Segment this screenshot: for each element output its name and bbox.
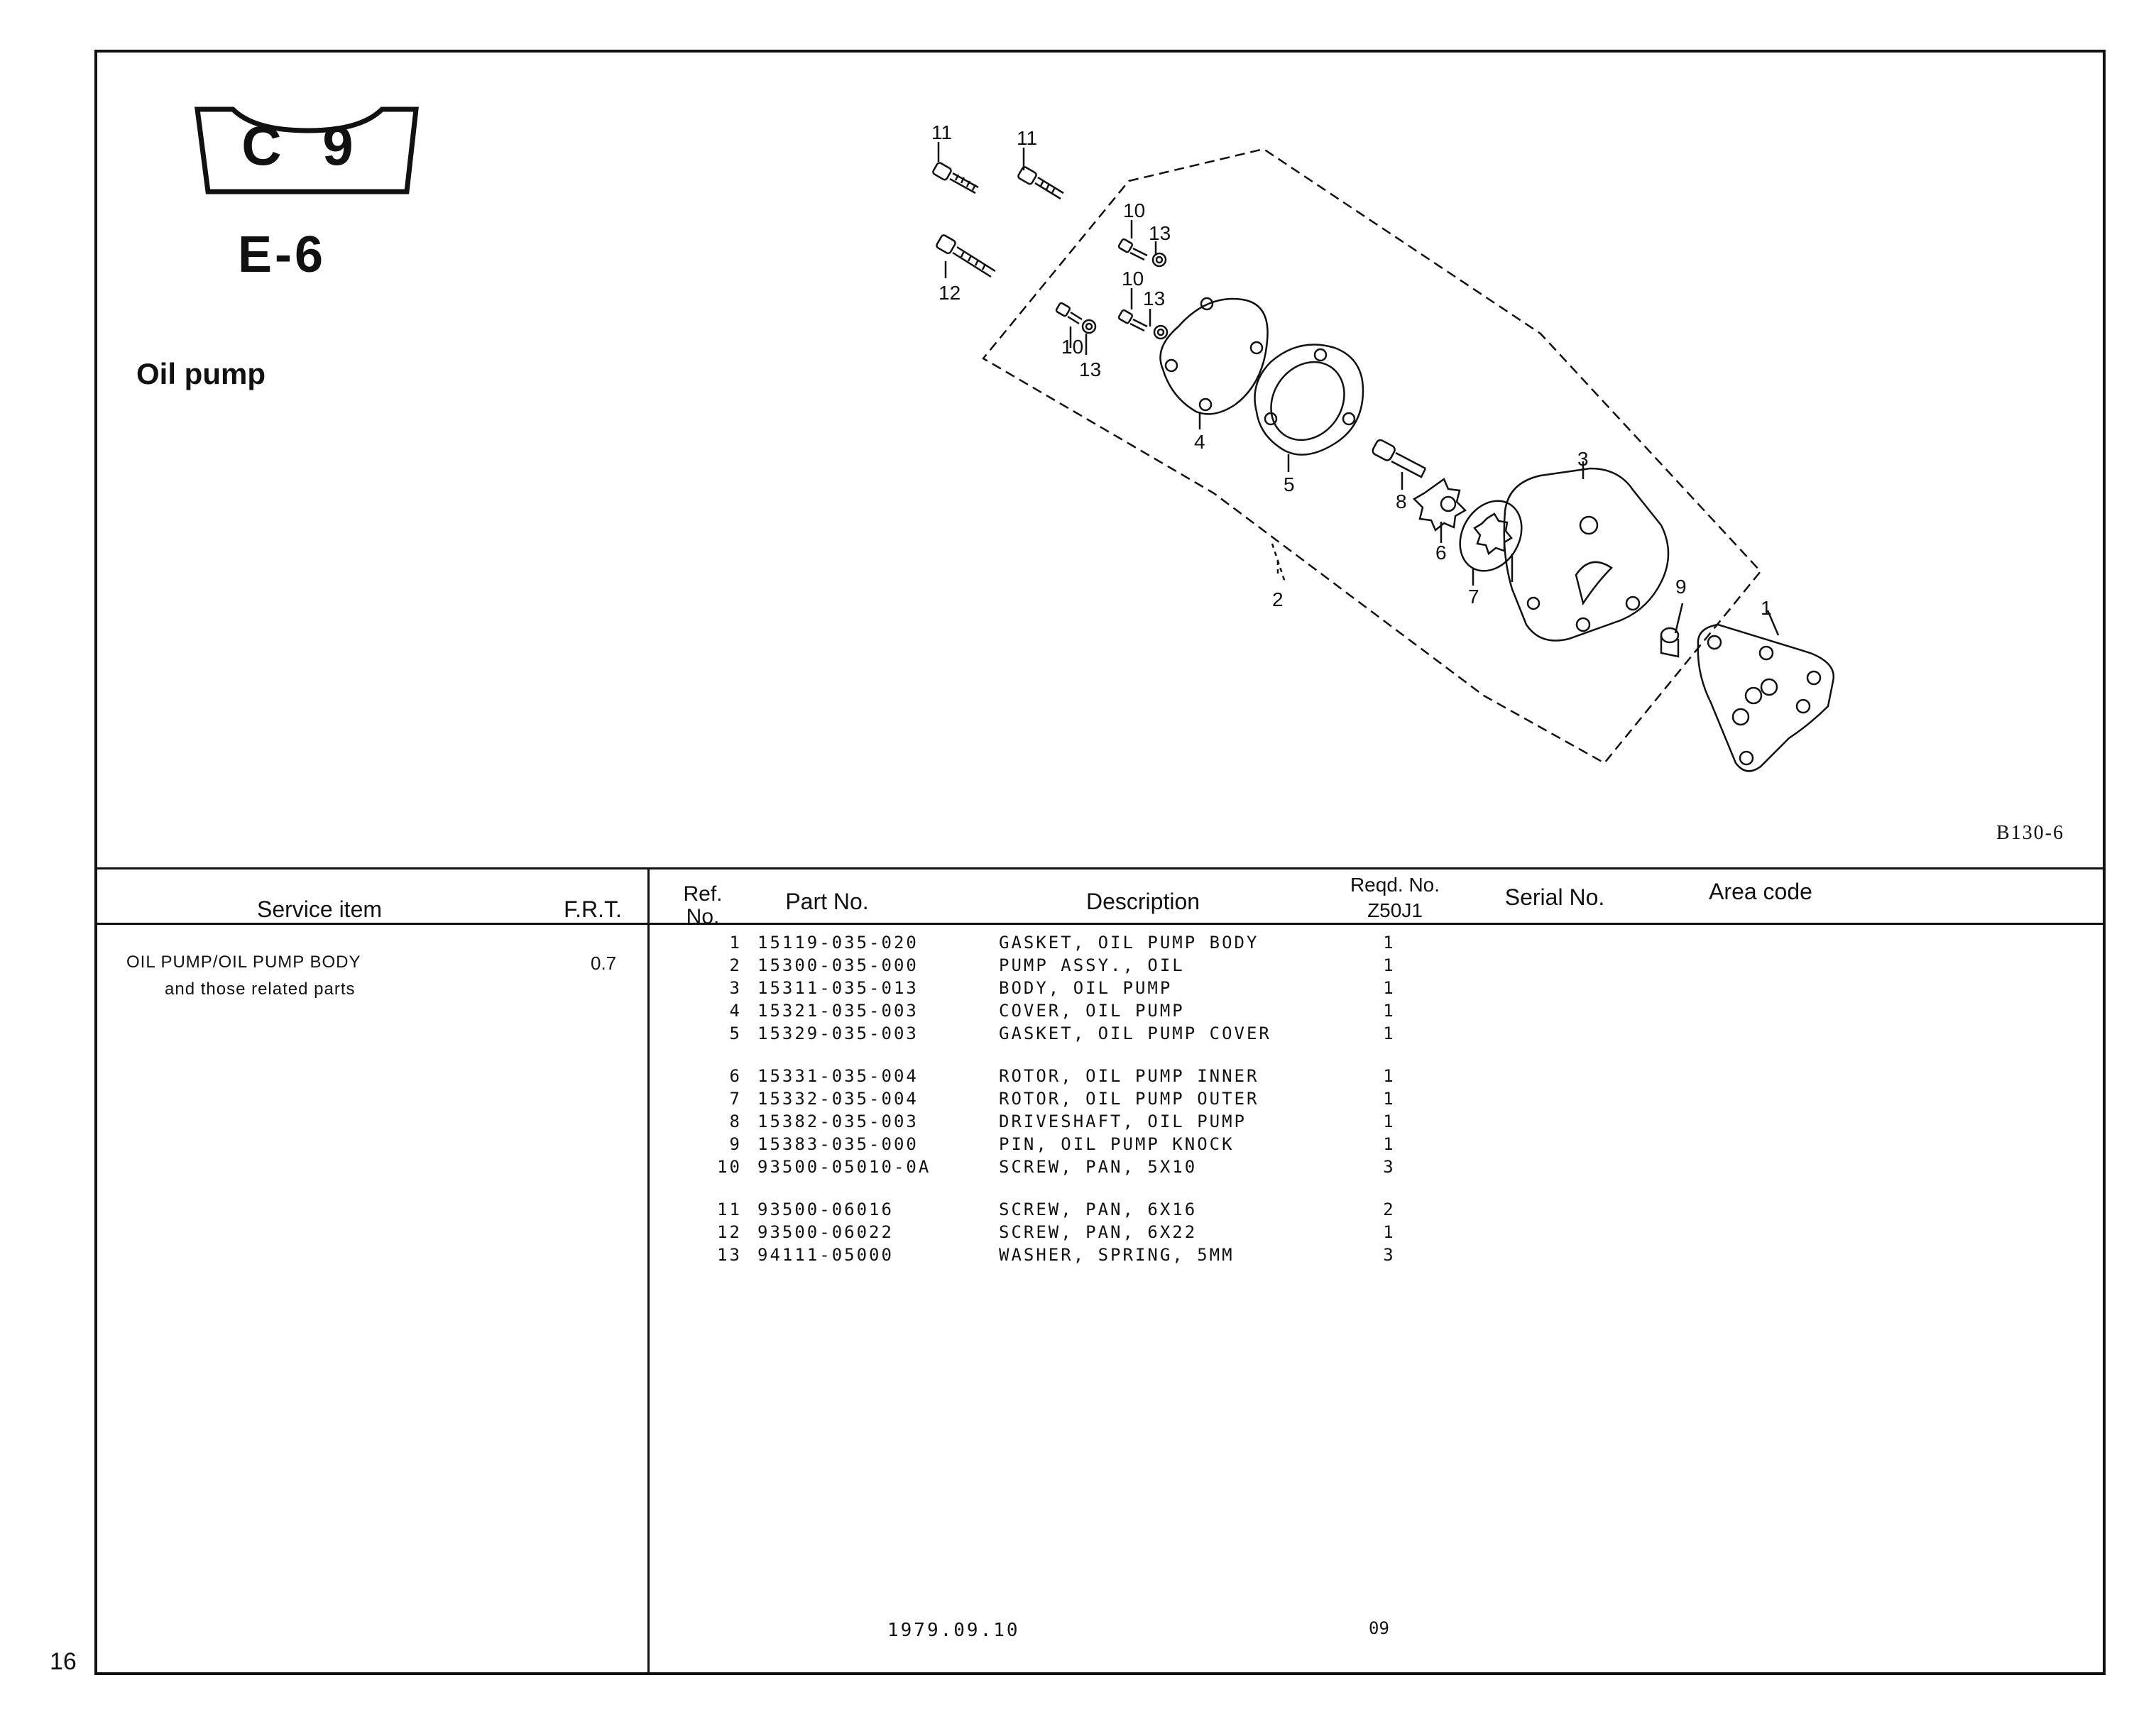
svg-text:13: 13 [1079,358,1101,380]
washer-13-left [1081,319,1097,334]
header-reqd-no: Reqd. No. [1350,874,1440,896]
table-header-rule [94,923,2106,925]
svg-text:13: 13 [1149,222,1171,244]
header-part-no: Part No. [785,889,869,914]
svg-text:1: 1 [1761,597,1772,619]
svg-text:2: 2 [1272,588,1284,610]
page-number: 16 [50,1648,77,1675]
model-badge [195,106,419,194]
page-frame [94,50,2106,1675]
svg-text:4: 4 [1194,431,1205,453]
screw-11-left [932,162,979,194]
exploded-parts-diagram: 11 11 12 10 13 10 13 10 13 4 5 8 6 7 3 9… [931,121,1835,772]
screw-10-top [1117,238,1148,261]
oil-pump-cover [1159,297,1269,415]
screw-10-left [1055,302,1083,325]
service-item-sub: and those related parts [165,980,356,999]
header-reqd-model: Z50J1 [1367,899,1423,921]
oil-pump-cover-gasket [1254,344,1364,456]
header-frt: F.R.T. [564,896,622,922]
section-code: E-6 [238,226,327,283]
screw-11-right [1017,166,1064,200]
oil-pump-body-gasket [1697,623,1835,772]
header-serial-no: Serial No. [1504,884,1605,910]
section-title: Oil pump [136,357,266,390]
svg-text:11: 11 [1017,127,1037,149]
screw-10-mid [1117,309,1148,332]
table-divider [647,867,650,1675]
frt-value: 0.7 [591,953,617,974]
knock-pin [1660,627,1680,658]
oil-pump-body [1503,467,1670,642]
svg-text:10: 10 [1122,268,1144,290]
svg-text:3: 3 [1577,448,1589,470]
header-description: Description [1085,889,1200,914]
driveshaft [1372,439,1427,478]
model-code: C 9 [241,114,366,177]
service-item-name: OIL PUMP/OIL PUMP BODY [126,953,361,972]
header-service-item: Service item [256,896,383,922]
header-area-code: Area code [1709,879,1812,904]
svg-text:12: 12 [939,282,961,304]
footer-code: 09 [1369,1618,1389,1638]
svg-text:10: 10 [1123,199,1145,221]
callout-labels: 11 11 12 10 13 10 13 10 13 4 5 8 6 7 3 9… [931,121,1772,619]
table-top-rule [94,867,2106,869]
figure-code: B130-6 [1996,822,2064,844]
svg-text:10: 10 [1061,336,1083,358]
svg-text:8: 8 [1396,490,1407,512]
inner-rotor [1412,478,1467,532]
outer-rotor [1459,500,1523,572]
header-ref-no: Ref. No. [683,882,723,928]
footer-date: 1979.09.10 [887,1620,1020,1641]
svg-text:5: 5 [1284,473,1295,495]
assembly-boundary [982,148,1762,764]
svg-text:11: 11 [931,121,952,143]
svg-text:9: 9 [1675,576,1687,598]
washer-13-mid [1153,324,1169,340]
svg-text:6: 6 [1435,542,1447,564]
screw-12 [936,234,996,278]
svg-text:13: 13 [1143,287,1165,309]
svg-text:7: 7 [1468,586,1479,608]
washer-13-top [1151,252,1167,268]
